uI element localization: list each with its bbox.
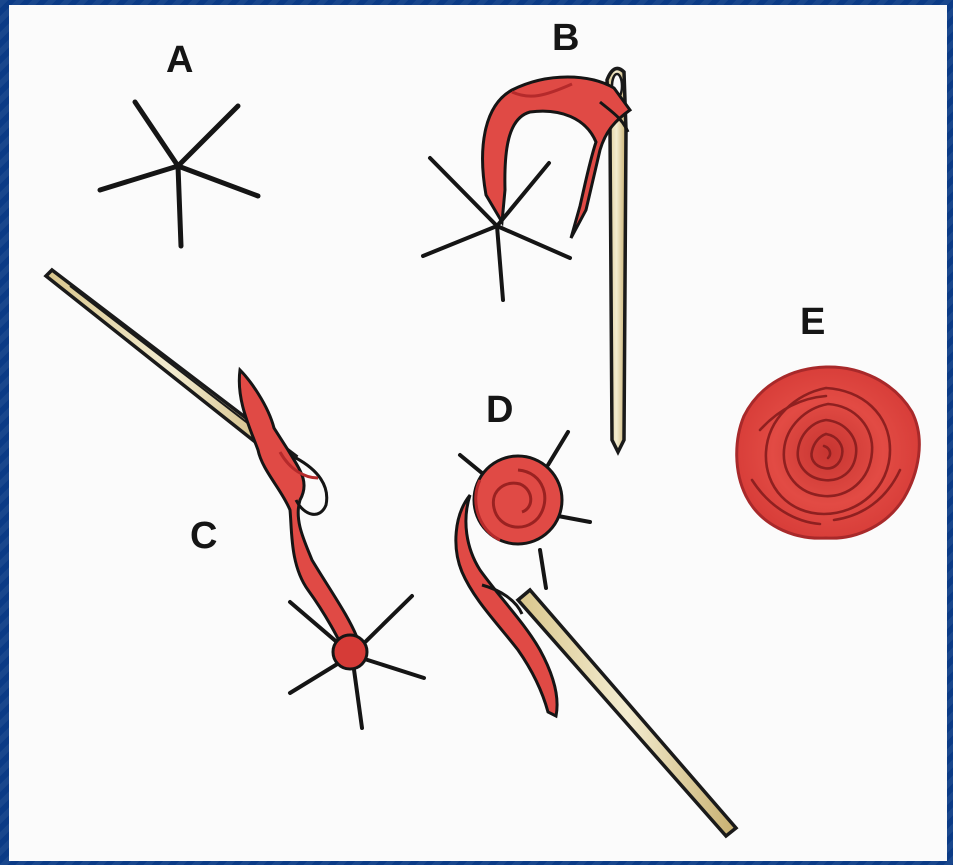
step-c-ribbon	[239, 370, 367, 669]
step-c: C	[46, 270, 424, 728]
step-d-label: D	[486, 389, 513, 431]
step-a-label: A	[166, 39, 193, 81]
step-d: D	[456, 389, 736, 836]
step-e-label: E	[800, 301, 825, 343]
step-b-label: B	[552, 17, 579, 59]
step-c-label: C	[190, 515, 217, 557]
step-e-finished-rose	[737, 367, 920, 538]
step-d-rosette	[474, 456, 562, 544]
step-b: B	[423, 17, 630, 452]
step-e: E	[737, 301, 920, 538]
step-a: A	[100, 39, 258, 246]
step-a-spokes	[100, 102, 258, 246]
